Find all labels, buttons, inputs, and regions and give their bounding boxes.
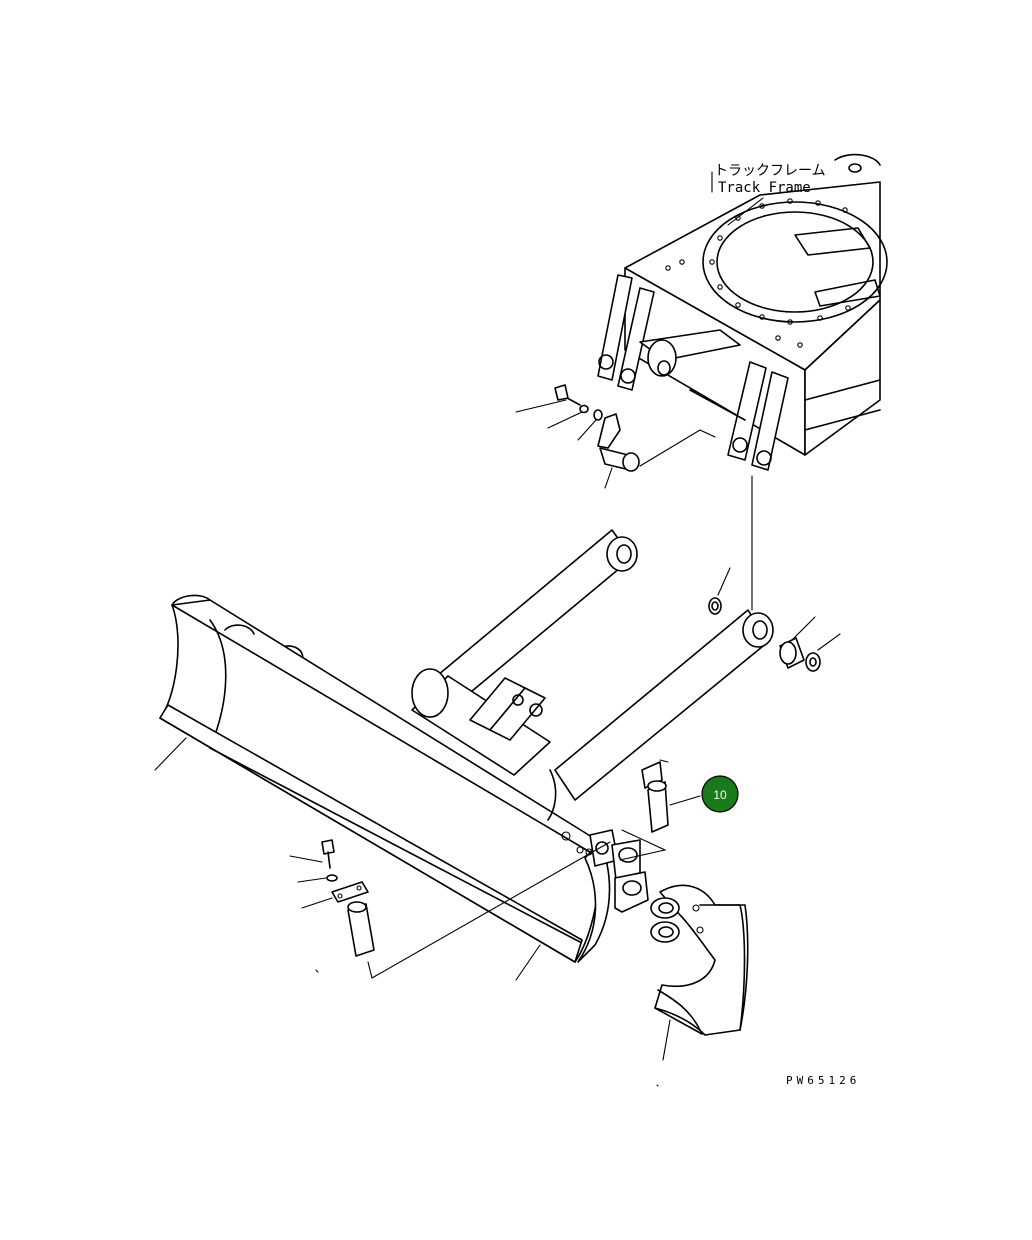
blade-arm-frame [274, 529, 774, 801]
pin-part-10 [619, 759, 669, 861]
upper-pin-assembly [554, 384, 716, 472]
track-frame-leader [727, 197, 764, 226]
leader-bolt-lower [289, 855, 323, 863]
track-frame-label-jp: トラックフレーム [714, 163, 826, 179]
track-frame-label-en: Track Frame [718, 180, 811, 196]
leader-cutting-edge [515, 944, 541, 981]
leader-plate-lower [301, 897, 333, 909]
callout-badge-10[interactable]: 10 [701, 775, 739, 813]
lower-pin-assembly [321, 839, 611, 979]
leader-part-10 [669, 795, 701, 806]
leader-bushing [791, 616, 816, 641]
leader-end-bit-dot [656, 1084, 659, 1087]
callout-number: 10 [713, 788, 727, 802]
leader-nut [577, 419, 597, 441]
leader-pin-lower [315, 969, 319, 973]
track-frame [597, 153, 888, 471]
arm-bushing-parts [708, 597, 821, 672]
end-bit [650, 884, 749, 1036]
leader-end-bit [662, 1019, 671, 1061]
leader-snap-ring [717, 567, 731, 596]
ring-bolt-holes [665, 198, 851, 348]
leader-washer-lower [297, 877, 327, 883]
leader-bolt [515, 399, 567, 413]
leader-blade [154, 737, 187, 771]
leader-seal [817, 633, 841, 651]
leader-washer [547, 411, 583, 429]
drawing-number: PW65126 [786, 1074, 860, 1087]
leader-pin [604, 467, 613, 489]
dozer-blade [159, 594, 649, 963]
